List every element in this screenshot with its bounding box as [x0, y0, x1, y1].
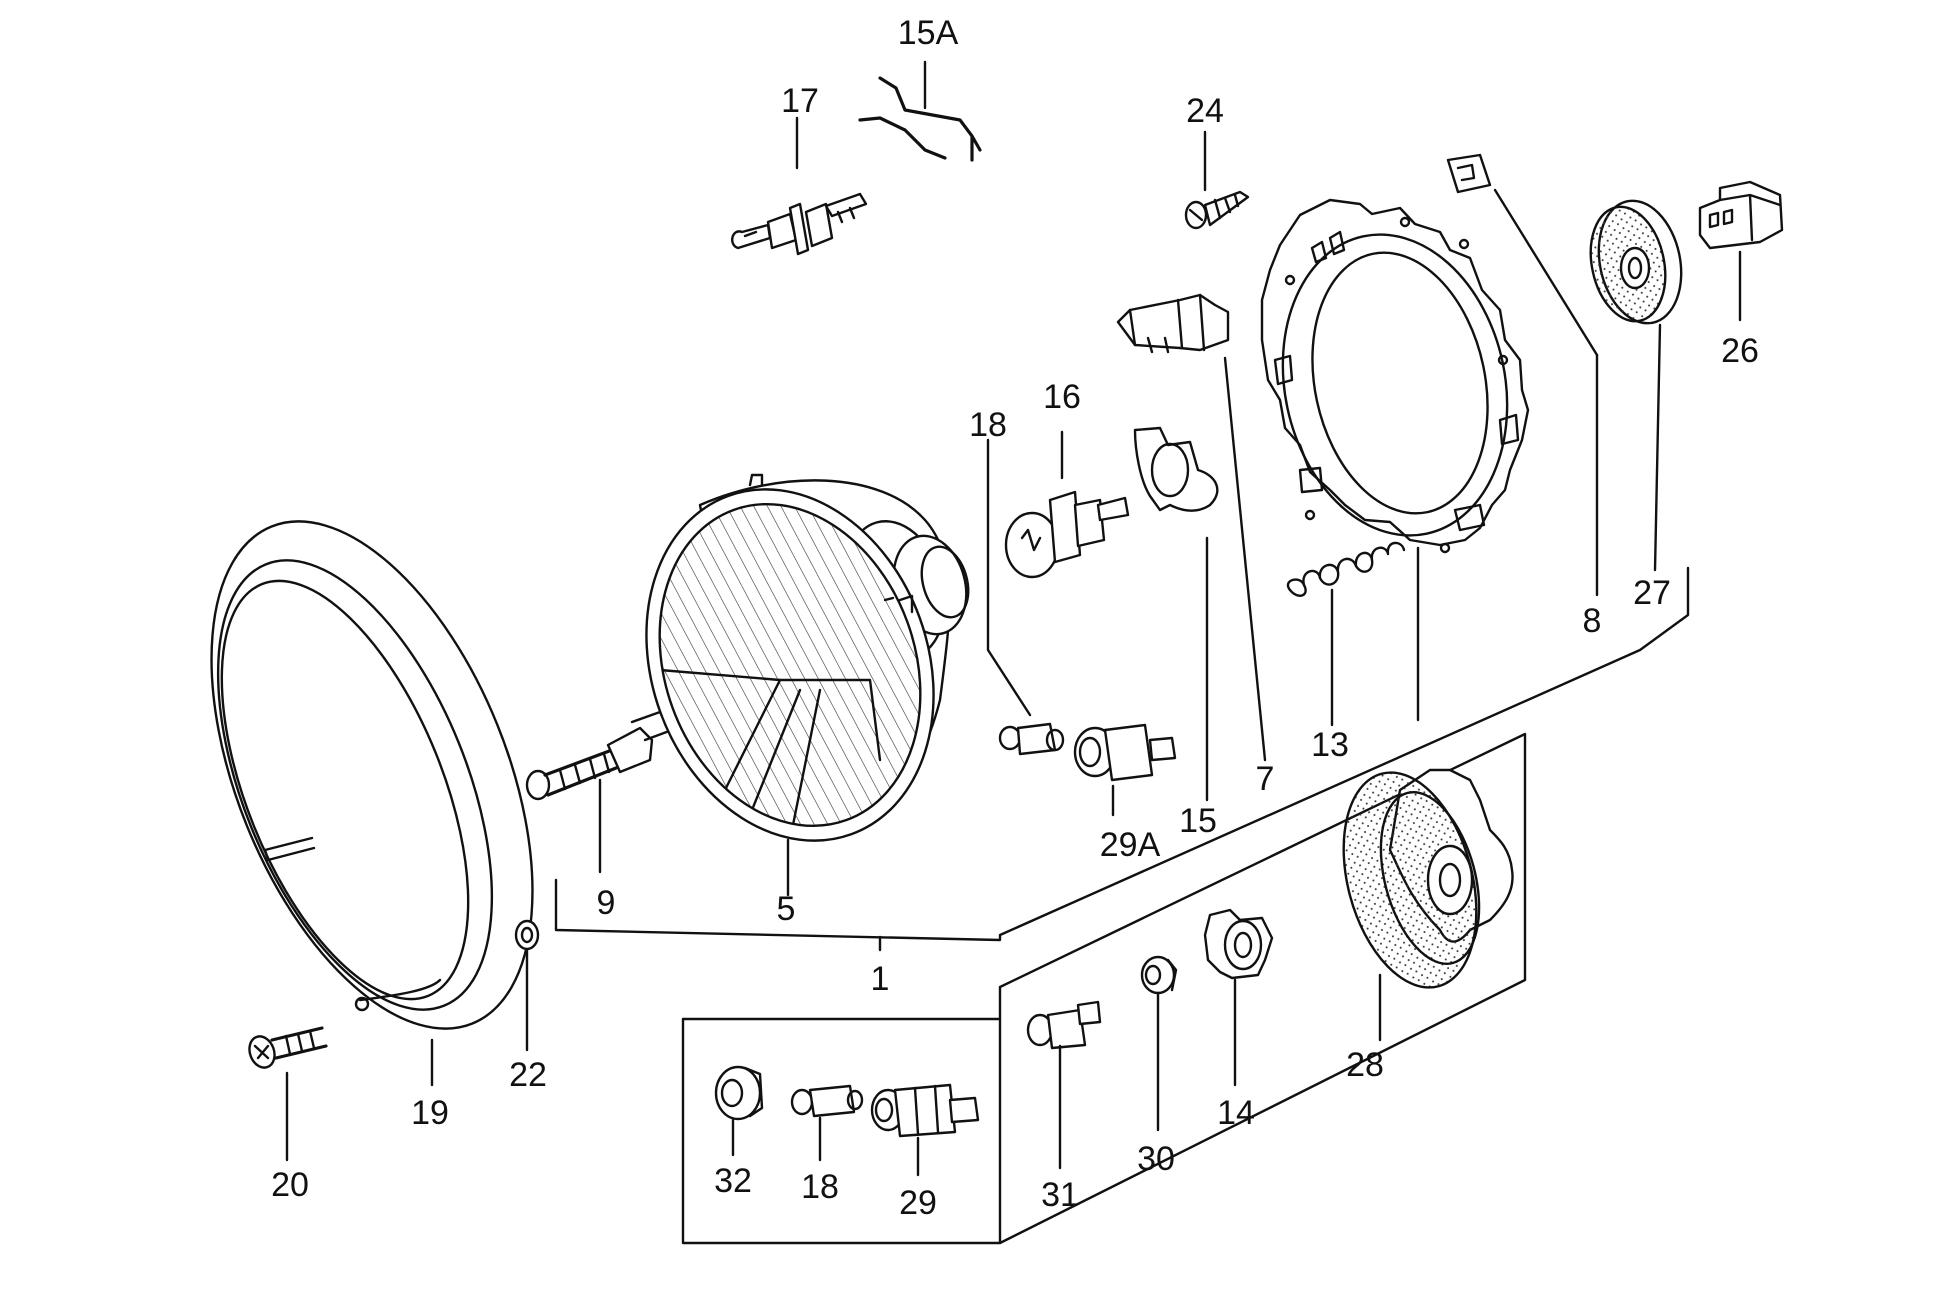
bulb-holder-31	[1026, 1000, 1102, 1050]
spring-clip-15a	[858, 76, 982, 162]
bulb-17	[731, 192, 868, 256]
bulb-holder-29	[870, 1083, 980, 1138]
label-15: 15	[1179, 802, 1217, 840]
screw-20	[248, 1026, 328, 1069]
label-18-top: 18	[969, 406, 1007, 444]
label-5: 5	[777, 890, 796, 928]
bulb-18-top	[998, 722, 1065, 756]
retaining-ring-15	[1133, 426, 1219, 512]
rubber-cap-27	[1589, 199, 1683, 325]
label-15a: 15A	[898, 14, 959, 52]
part-labels: 1 5 7 8 9 13 14 15 15A 16 17 18 18 19 20…	[271, 14, 1759, 1222]
rubber-boot-28	[1342, 768, 1514, 989]
grommet-30	[1140, 955, 1178, 995]
spring-13	[1286, 541, 1406, 597]
label-7: 7	[1256, 760, 1275, 798]
screw-24	[1184, 190, 1250, 230]
connector-26	[1698, 180, 1784, 250]
bulb-18-bottom	[790, 1084, 864, 1118]
label-14: 14	[1217, 1094, 1255, 1132]
trim-ring	[210, 520, 534, 1030]
label-19: 19	[411, 1094, 449, 1132]
washer-22	[514, 919, 540, 951]
label-22: 22	[509, 1056, 547, 1094]
bulb-16	[1004, 490, 1130, 579]
label-1: 1	[871, 960, 890, 998]
label-27: 27	[1633, 574, 1671, 612]
sealed-beam-5	[645, 473, 970, 842]
label-18-bottom: 18	[801, 1168, 839, 1206]
label-24: 24	[1186, 92, 1224, 130]
label-29a: 29A	[1100, 826, 1161, 864]
socket-ring-14	[1203, 908, 1274, 980]
label-8: 8	[1583, 602, 1602, 640]
mounting-ring	[1260, 198, 1530, 554]
label-31: 31	[1041, 1176, 1079, 1214]
label-13: 13	[1311, 726, 1349, 764]
label-9: 9	[597, 884, 616, 922]
leader-lines	[285, 60, 1742, 1177]
label-30: 30	[1137, 1140, 1175, 1178]
label-17: 17	[781, 82, 819, 120]
label-20: 20	[271, 1166, 309, 1204]
adjuster-7	[1116, 293, 1230, 354]
label-29: 29	[899, 1184, 937, 1222]
label-28: 28	[1346, 1046, 1384, 1084]
label-32: 32	[714, 1162, 752, 1200]
label-26: 26	[1721, 332, 1759, 370]
bulb-holder-29a	[1073, 723, 1177, 782]
label-16: 16	[1043, 378, 1081, 416]
kit-box	[681, 732, 1527, 1245]
clip-8	[1446, 153, 1492, 194]
group-1-bracket	[554, 566, 1690, 942]
grommet-32	[714, 1065, 764, 1121]
